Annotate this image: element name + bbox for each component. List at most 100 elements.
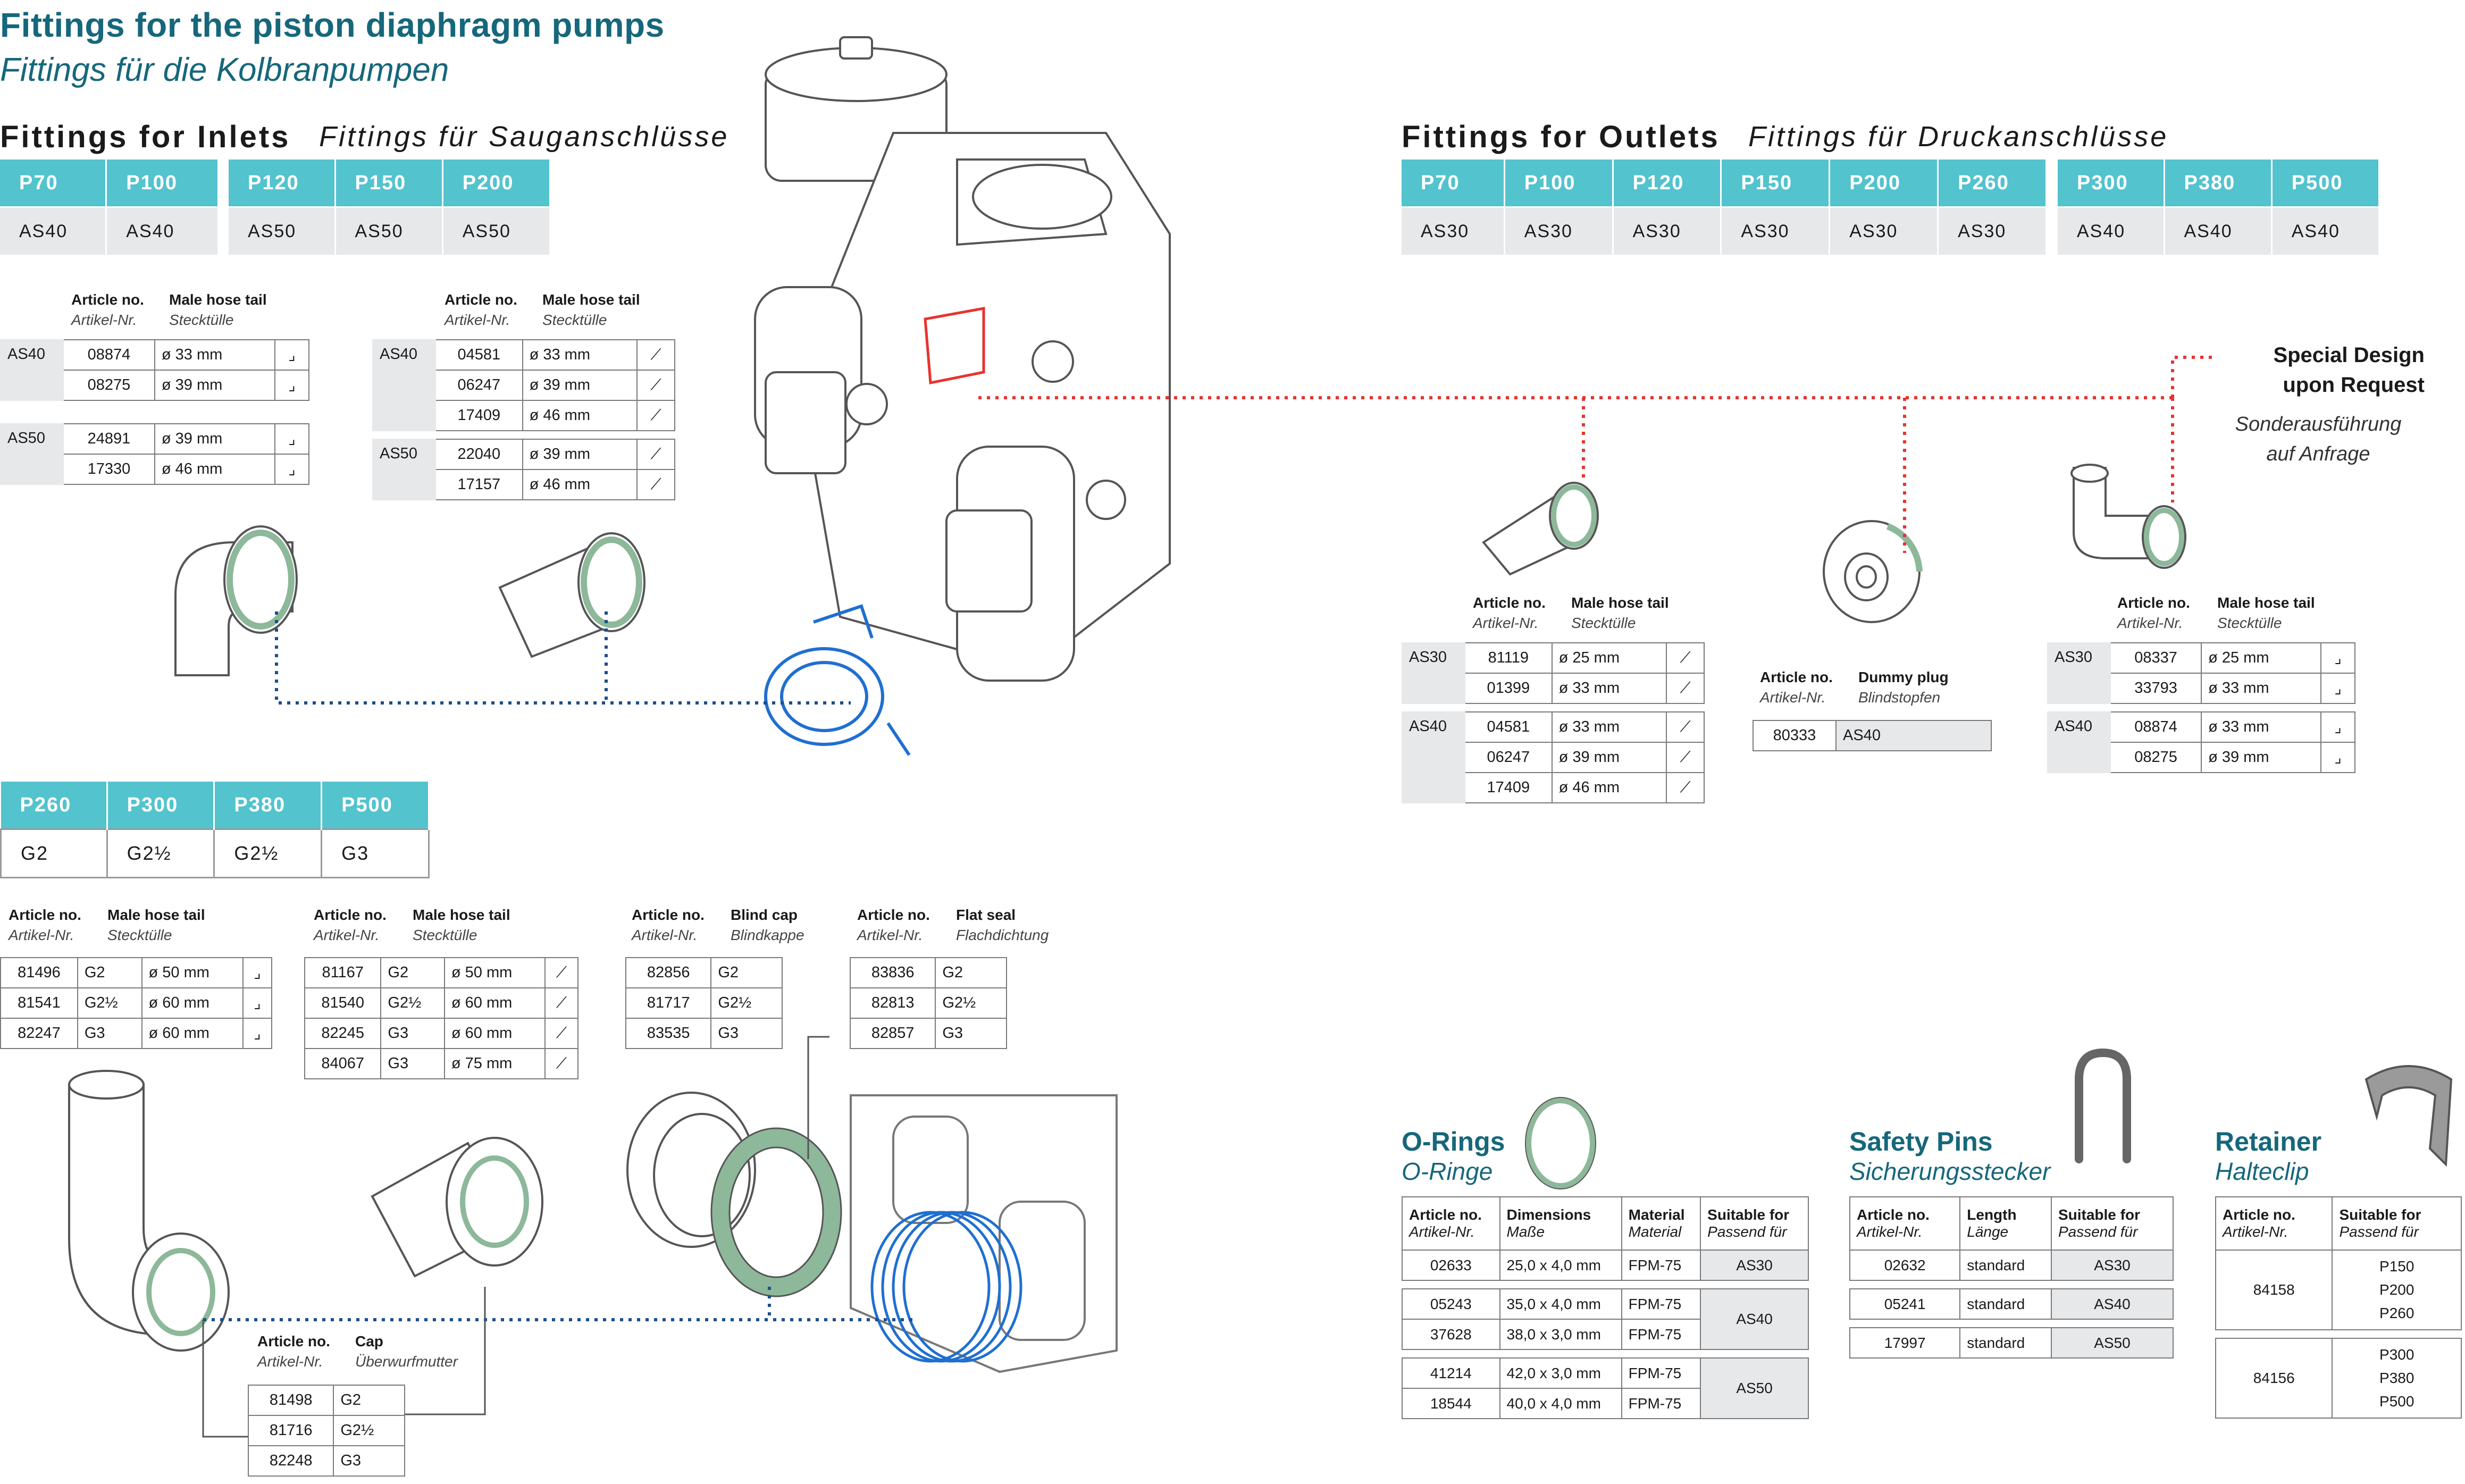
outlets-heading-de: Fittings für Druckanschlüsse bbox=[1748, 121, 2169, 153]
outlet-straight-header: Article no.Artikel-Nr. bbox=[1473, 594, 1546, 631]
large-straight-fitting bbox=[371, 1137, 543, 1278]
inlet-straight-header: Article no.Artikel-Nr. bbox=[445, 291, 517, 328]
outlet-straight-fitting bbox=[1482, 482, 1599, 576]
retainer-icon bbox=[2365, 1065, 2453, 1167]
cap-header: Article no.Artikel-Nr. bbox=[257, 1333, 330, 1370]
inlet-angled-fitting bbox=[174, 525, 298, 676]
safety-pin-icon bbox=[2075, 1048, 2131, 1163]
blind-cap-header: Article no.Artikel-Nr. bbox=[632, 907, 705, 943]
inlet-straight-fitting bbox=[498, 532, 645, 658]
blue-clip bbox=[764, 604, 911, 756]
outlets-heading: Fittings for Outlets bbox=[1402, 120, 1720, 154]
dummy-plug-fitting bbox=[1823, 520, 1923, 623]
special-connector bbox=[978, 356, 2215, 553]
lower-pump-illustration bbox=[850, 1094, 1118, 1373]
dummy-plug-header: Article no.Artikel-Nr. bbox=[1760, 669, 1833, 706]
page-title: Fittings for the piston diaphragm pumps bbox=[0, 6, 665, 44]
retainer-title: Retainer bbox=[2215, 1127, 2322, 1156]
special-outlet-highlight bbox=[924, 307, 985, 385]
inlet-connector bbox=[275, 611, 851, 705]
flat-seal-header: Article no.Artikel-Nr. bbox=[857, 907, 930, 943]
orings-title-de: O-Ringe bbox=[1402, 1158, 1493, 1185]
inlets-heading-de: Fittings für Sauganschlüsse bbox=[319, 121, 730, 153]
blue-thread-adapter bbox=[870, 1211, 1022, 1363]
large-angled-fitting bbox=[68, 1070, 230, 1352]
inlets-heading: Fittings for Inlets bbox=[0, 120, 291, 154]
inlet-angled-header: Article no.Artikel-Nr. bbox=[71, 291, 144, 328]
outlet-angled-fitting bbox=[2070, 464, 2186, 569]
outlet-angled-header: Article no.Artikel-Nr. bbox=[2117, 594, 2190, 631]
page-subtitle: Fittings für die Kolbranpumpen bbox=[0, 52, 449, 88]
large-angled-header: Article no.Artikel-Nr. bbox=[9, 907, 81, 943]
orings-title: O-Rings bbox=[1402, 1127, 1505, 1156]
o-ring-icon bbox=[1525, 1097, 1596, 1189]
safety-pins-title: Safety Pins bbox=[1849, 1127, 1993, 1156]
safety-pins-title-de: Sicherungsstecker bbox=[1849, 1158, 2051, 1185]
large-straight-header: Article no.Artikel-Nr. bbox=[314, 907, 387, 943]
